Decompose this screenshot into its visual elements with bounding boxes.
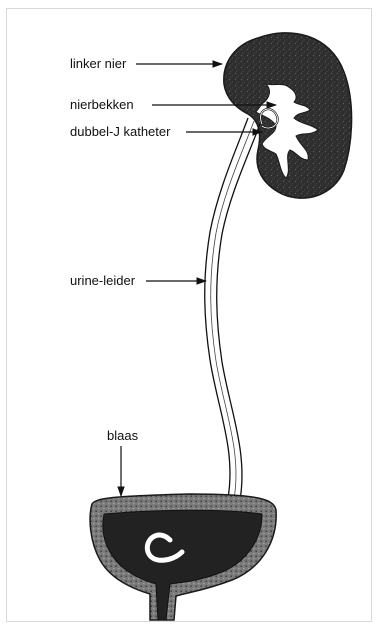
label-kidney: linker nier [70,56,127,71]
label-pelvis: nierbekken [70,97,134,112]
bladder-shape [90,494,276,620]
ureter-tube [205,118,260,500]
label-catheter: dubbel-J katheter [70,124,171,139]
label-bladder: blaas [107,428,139,443]
label-ureter: urine-leider [70,273,136,288]
